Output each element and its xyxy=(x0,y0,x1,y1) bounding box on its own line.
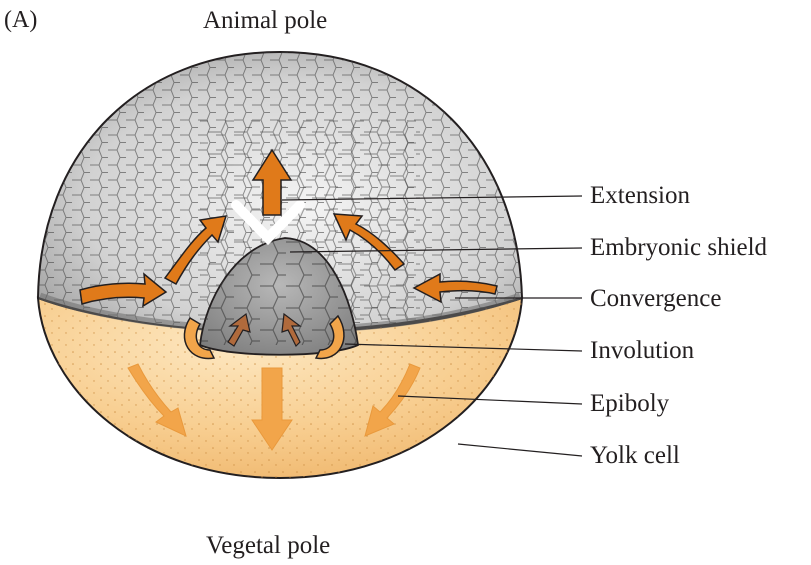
label-convergence: Convergence xyxy=(590,285,722,312)
leader-extension xyxy=(281,195,583,201)
extension-arrow xyxy=(251,148,293,216)
label-epiboly: Epiboly xyxy=(590,390,670,417)
label-yolk-cell: Yolk cell xyxy=(590,442,680,469)
label-involution: Involution xyxy=(590,337,695,364)
label-extension: Extension xyxy=(590,182,690,209)
leader-lines xyxy=(281,195,583,457)
animal-pole-label: Animal pole xyxy=(203,7,328,34)
leader-involution xyxy=(344,343,583,352)
leader-epiboly xyxy=(397,395,583,405)
convergence-arrows xyxy=(79,213,498,308)
label-embryonic-shield: Embryonic shield xyxy=(590,234,768,261)
involution-arrows xyxy=(183,312,345,360)
panel-label: (A) xyxy=(4,7,38,33)
vegetal-pole-label: Vegetal pole xyxy=(206,532,331,559)
leader-yolk-cell xyxy=(457,443,583,457)
leader-embryonic-shield xyxy=(289,247,583,253)
epiboly-arrows xyxy=(127,363,421,451)
